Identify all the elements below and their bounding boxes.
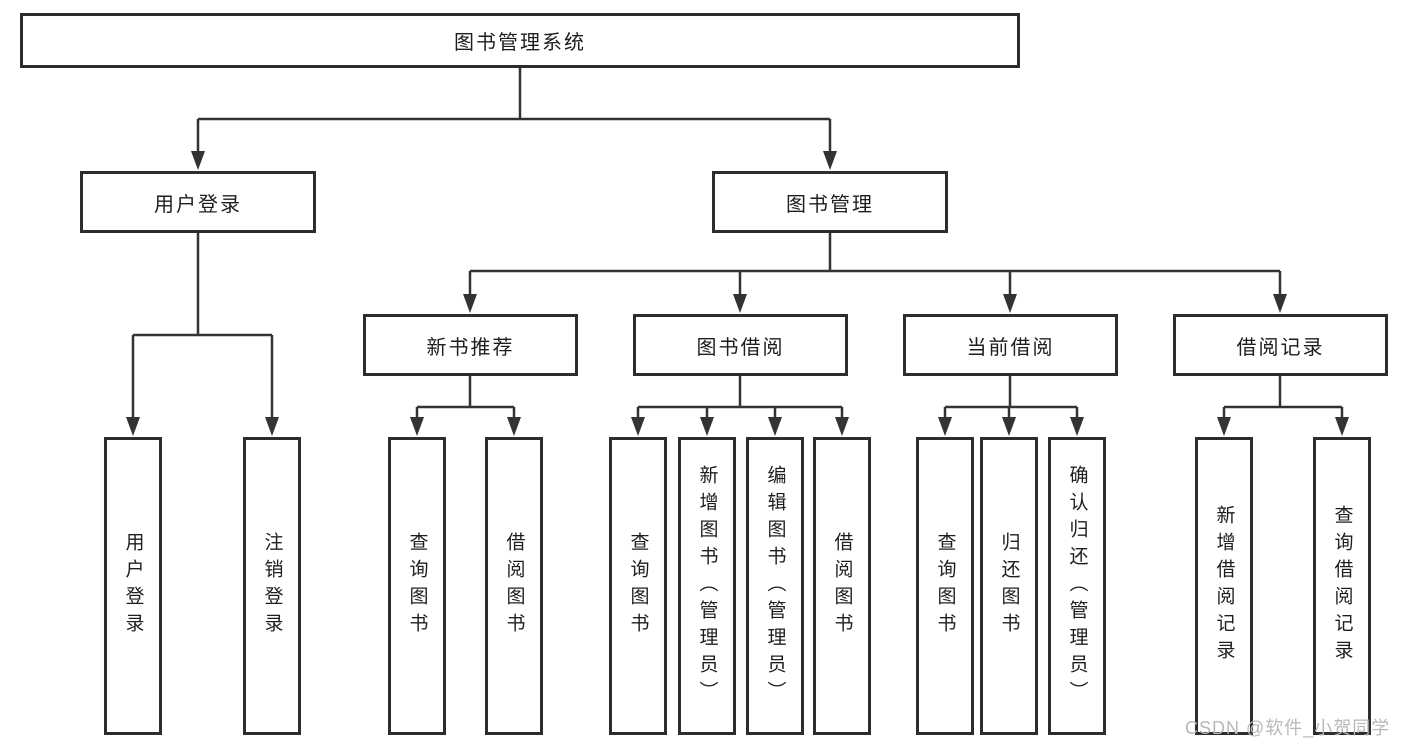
node-book-management: 图书管理 [712,171,948,233]
arrowhead [700,417,714,436]
arrowhead [1273,294,1287,313]
node-label: 用户登录 [122,532,144,640]
connector-root-to-level2 [191,68,837,170]
arrowhead [733,294,747,313]
node-label: 新增图书（管理员） [696,464,718,708]
node-label: 编辑图书（管理员） [764,464,786,708]
node-label: 新增借阅记录 [1213,505,1235,667]
arrowhead [463,294,477,313]
arrowhead [823,151,837,170]
leaf-query-books-borrowing: 查询图书 [609,437,667,735]
arrowhead [835,417,849,436]
leaf-query-books-current: 查询图书 [916,437,974,735]
node-book-borrowing: 图书借阅 [633,314,848,376]
node-label: 查询图书 [406,532,428,640]
arrowhead [938,417,952,436]
connector-borrow-records-to-leaves [1217,376,1349,436]
node-current-borrowing: 当前借阅 [903,314,1118,376]
leaf-query-books-recommend: 查询图书 [388,437,446,735]
csdn-watermark: CSDN @软件_小贺同学 [1185,718,1391,738]
node-label: 借阅记录 [1236,336,1325,359]
arrowhead [1003,294,1017,313]
node-label: 确认归还（管理员） [1066,464,1088,708]
connector-current-borrowing-to-leaves [938,376,1084,436]
arrowhead [126,417,140,436]
leaf-add-books-admin: 新增图书（管理员） [678,437,736,735]
node-label: 图书借阅 [696,336,785,359]
arrowhead [1217,417,1231,436]
arrowhead [507,417,521,436]
node-user-login: 用户登录 [80,171,316,233]
arrowhead [631,417,645,436]
node-label: 查询图书 [627,532,649,640]
node-label: 借阅图书 [831,532,853,640]
arrowhead [410,417,424,436]
connector-user-login-to-leaves [126,233,279,436]
node-label: 归还图书 [998,532,1020,640]
node-label: 查询图书 [934,532,956,640]
leaf-logout: 注销登录 [243,437,301,735]
node-library-management-system: 图书管理系统 [20,13,1020,68]
connector-book-borrowing-to-leaves [631,376,849,436]
arrowhead [1070,417,1084,436]
arrowhead [265,417,279,436]
arrowhead [1002,417,1016,436]
connector-book-management-to-level3 [463,233,1287,313]
leaf-add-borrow-record: 新增借阅记录 [1195,437,1253,735]
connector-new-book-recommend-to-leaves [410,376,521,436]
node-label: 借阅图书 [503,532,525,640]
arrowhead [768,417,782,436]
node-label: 新书推荐 [426,336,515,359]
node-label: 用户登录 [154,193,242,216]
node-new-book-recommend: 新书推荐 [363,314,578,376]
leaf-borrow-books-recommend: 借阅图书 [485,437,543,735]
leaf-user-login: 用户登录 [104,437,162,735]
node-label: 注销登录 [261,532,283,640]
leaf-return-books: 归还图书 [980,437,1038,735]
node-borrow-records: 借阅记录 [1173,314,1388,376]
node-label: 当前借阅 [966,336,1055,359]
node-label: 图书管理 [786,193,874,216]
node-label: 图书管理系统 [454,32,586,54]
arrowhead [191,151,205,170]
arrowhead [1335,417,1349,436]
node-label: 查询借阅记录 [1331,505,1353,667]
leaf-query-borrow-record: 查询借阅记录 [1313,437,1371,735]
leaf-confirm-return-admin: 确认归还（管理员） [1048,437,1106,735]
leaf-borrow-books: 借阅图书 [813,437,871,735]
leaf-edit-books-admin: 编辑图书（管理员） [746,437,804,735]
